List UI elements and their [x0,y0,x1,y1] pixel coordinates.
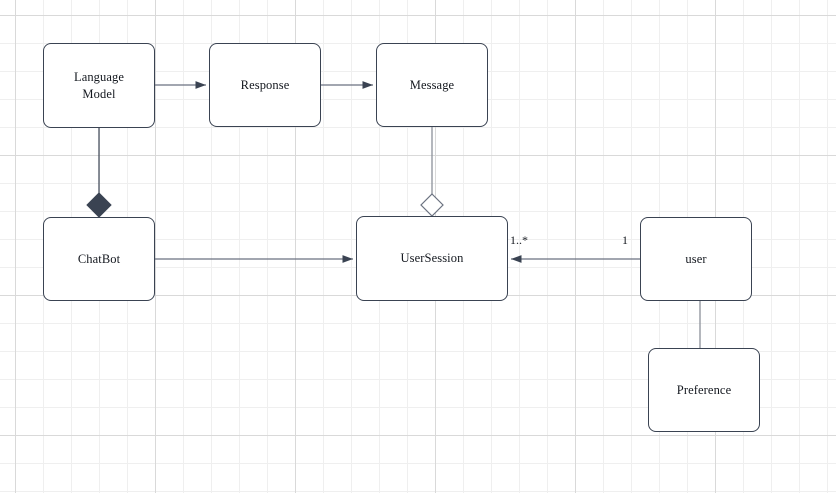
multiplicity-label-user: 1 [622,233,628,247]
edge-message-to-usersession [420,127,444,217]
node-chatbot[interactable]: ChatBot [43,217,155,301]
node-user[interactable]: user [640,217,752,301]
edge-language-model-to-chatbot [86,128,112,218]
node-message[interactable]: Message [376,43,488,127]
hollow-diamond-icon [420,193,444,217]
multiplicity-label-usersession: 1..* [510,233,528,247]
node-language-model[interactable]: Language Model [43,43,155,128]
filled-diamond-icon [86,192,112,218]
node-preference[interactable]: Preference [648,348,760,432]
node-usersession[interactable]: UserSession [356,216,508,301]
node-response[interactable]: Response [209,43,321,127]
